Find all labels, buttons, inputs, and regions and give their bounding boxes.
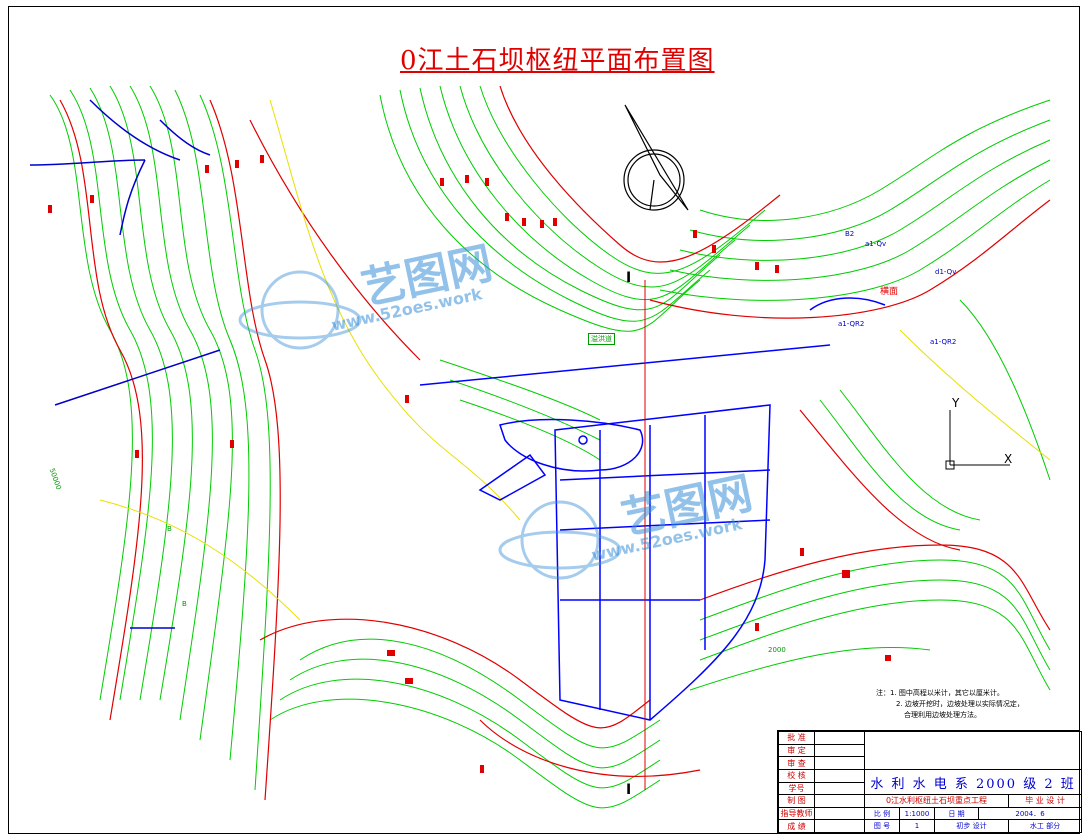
tb-date-label: 日 期: [934, 806, 979, 821]
tb-scale-value: 1:1000: [899, 806, 935, 821]
tb-project-type: 毕 业 设 计: [1007, 794, 1083, 808]
cross-section-label: 横面: [880, 287, 899, 297]
tb-school: 水 利 水 电 系 2000 级 2 班: [863, 768, 1083, 796]
tb-row-review: 审 查: [778, 756, 815, 770]
contour-label-2000: 2000: [768, 646, 786, 654]
contour-label-b-south: B: [182, 600, 187, 608]
contour-label-b2: B2: [845, 230, 855, 238]
tb-design-stage: 初步 设计: [934, 819, 1009, 833]
drawing-title: 0江土石坝枢纽平面布置图: [400, 46, 715, 76]
contour-lines-yellow: [99, 99, 1051, 621]
tb-section-part: 水工 部分: [1007, 819, 1083, 833]
notes-line-3: 合理利用边坡处理方法。: [904, 711, 981, 719]
tb-row-examine: 审 定: [778, 743, 815, 758]
tb-row-check: 校 核: [778, 768, 815, 783]
section-mark-bottom: I: [626, 782, 632, 798]
contour-label-d1qv: d1-Qv: [935, 268, 957, 276]
tb-drawing-name: 0江水利枢纽土石坝重点工程: [864, 794, 1009, 808]
drawing-frame: [8, 6, 1080, 834]
contour-lines-red: [59, 85, 1051, 801]
contour-lines-green: [49, 85, 1051, 809]
design-notes: 注：1. 图中高程以米计，其它以厘米计。 2. 边坡开挖时，边坡处理以实际情况定…: [876, 688, 1024, 721]
tb-drawing-no-label: 图 号: [864, 819, 900, 833]
tb-scale-label: 比 例: [864, 806, 900, 821]
tb-date-value: 2004．6: [977, 806, 1083, 821]
rivers: [29, 99, 221, 629]
dam-structure: [419, 297, 886, 721]
tb-row-advisor: 指导教师: [778, 806, 815, 821]
coordinate-axes: [945, 410, 1010, 470]
axis-x-label: X: [1004, 452, 1013, 466]
tb-row-grade: 成 绩: [778, 819, 815, 833]
notes-title: 注：: [876, 689, 890, 697]
tb-row-drawn: 制 图: [778, 794, 815, 808]
contour-label-a1qr2: a1-QR2: [838, 320, 865, 328]
notes-line-2: 2. 边坡开挖时，边坡处理以实际情况定，: [896, 700, 1024, 708]
contour-label-a1qv: a1-Qv: [865, 240, 887, 248]
section-mark-top: I: [626, 270, 632, 286]
title-block: 批 准 审 定 审 查 校 核 水 利 水 电 系 2000 级 2 班 学号 制…: [777, 730, 1083, 834]
north-arrow: [623, 104, 689, 211]
watermark-globes: [238, 270, 622, 580]
red-markers: [48, 155, 891, 773]
spillway-tag: 溢洪道: [588, 333, 615, 345]
contour-label-b-west: B: [167, 525, 172, 533]
axis-y-label: Y: [952, 396, 960, 410]
tb-row-approve: 批 准: [778, 731, 815, 745]
tb-row-student-id: 学号: [778, 781, 815, 796]
contour-label-a1qr2-east: a1-QR2: [930, 338, 957, 346]
tb-drawing-no-value: 1: [899, 819, 935, 833]
notes-line-1: 1. 图中高程以米计，其它以厘米计。: [890, 689, 1004, 697]
